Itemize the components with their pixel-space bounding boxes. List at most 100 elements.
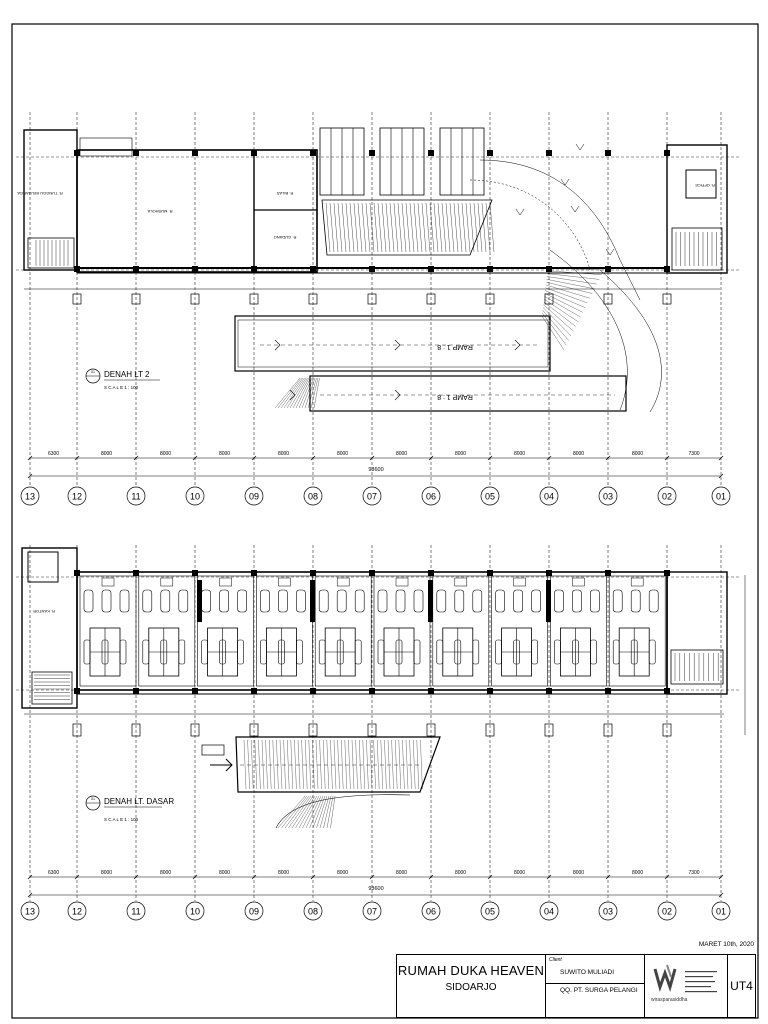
chair xyxy=(142,639,150,665)
ramp-hatch xyxy=(453,202,459,253)
ramp-hatch xyxy=(381,202,387,253)
chair xyxy=(318,639,326,665)
grid-bubble xyxy=(480,901,500,921)
grid-dimension-label: 7300 xyxy=(688,870,699,876)
grid-bubble-label: 07 xyxy=(367,907,377,917)
chair xyxy=(554,639,561,665)
column xyxy=(192,570,198,576)
project-name: RUMAH DUKA HEAVEN xyxy=(397,963,545,978)
ramp-arrow xyxy=(289,389,296,401)
chair xyxy=(237,589,247,613)
curve-ramp-hatch xyxy=(283,377,305,409)
ramp-hatch xyxy=(290,739,293,790)
toilet xyxy=(395,577,409,587)
title-block: RUMAH DUKA HEAVEN SIDOARJO Client SUWITO… xyxy=(396,954,756,1018)
column xyxy=(133,570,139,576)
toilet xyxy=(219,577,232,587)
chair xyxy=(296,589,306,613)
dimension-tick xyxy=(27,892,33,898)
chair xyxy=(160,589,171,613)
toilet xyxy=(278,577,291,587)
footing xyxy=(367,293,377,305)
chair xyxy=(83,589,94,613)
ramp-hatch xyxy=(437,202,443,253)
curve-ramp-hatch xyxy=(312,795,326,829)
curve-ramp-hatch xyxy=(547,267,605,271)
dimension-tick xyxy=(487,874,493,880)
grid-bubble-label: 09 xyxy=(249,907,259,917)
ramp-hatch xyxy=(389,202,395,253)
ramp-hatch xyxy=(323,739,326,790)
ramp-hatch xyxy=(481,202,487,253)
ramp-hatch xyxy=(337,202,343,253)
drive-curve xyxy=(469,179,591,271)
grid-dimension-label: 8000 xyxy=(219,870,230,876)
toilet xyxy=(454,577,468,587)
ramp-hatch xyxy=(473,202,479,253)
ramp-hatch xyxy=(401,202,407,253)
ramp-hatch xyxy=(301,739,304,790)
chair xyxy=(554,589,564,613)
ramp-hatch xyxy=(377,202,383,253)
grid-bubble-label: 06 xyxy=(426,907,436,917)
curve-ramp-hatch xyxy=(545,287,588,304)
dimension-tick xyxy=(718,473,724,479)
dimension-tick xyxy=(74,455,80,461)
curve-ramp-hatch xyxy=(301,377,314,409)
client-company: QQ. PT. SURGA PELANGI xyxy=(560,987,638,994)
curve-ramp-hatch xyxy=(326,795,334,829)
dimension-tick xyxy=(251,455,257,461)
chair xyxy=(260,589,270,613)
ramp-hatch xyxy=(369,202,375,253)
dimension-tick xyxy=(74,874,80,880)
chair xyxy=(101,589,112,613)
room-label-kantor: R. KANTOR xyxy=(33,609,55,614)
footing xyxy=(426,723,436,737)
column xyxy=(605,688,611,694)
curve-ramp-hatch xyxy=(319,795,330,829)
grid-bubble xyxy=(657,486,677,506)
grid-dimension-label: 8000 xyxy=(514,451,525,457)
ramp-slab-2 xyxy=(309,375,627,412)
curve-ramp-hatch xyxy=(313,377,320,409)
curve-ramp-hatch xyxy=(295,377,311,409)
curve-ramp-hatch xyxy=(289,377,308,409)
chair xyxy=(513,639,520,665)
direction-arrow xyxy=(570,205,580,213)
firm-logo-icon: wirasparasiddha xyxy=(651,964,717,1003)
curve-ramp-hatch xyxy=(544,293,583,313)
direction-arrow xyxy=(605,248,615,256)
chair xyxy=(395,639,403,665)
curve-ramp-hatch xyxy=(547,273,600,280)
ramp-hatch xyxy=(477,202,483,253)
column xyxy=(546,266,552,272)
chair xyxy=(278,589,288,613)
partition-bar xyxy=(428,580,433,622)
grid-bubble xyxy=(711,901,731,921)
curve-ramp-hatch xyxy=(295,795,316,829)
suite-room xyxy=(432,575,490,687)
dimension-tick xyxy=(369,455,375,461)
footing xyxy=(131,723,141,737)
drawing-date: MARET 10th, 2020 xyxy=(698,941,754,948)
chair xyxy=(495,639,502,665)
grid-bubble xyxy=(126,486,146,506)
chair xyxy=(178,589,189,613)
dimension-tick xyxy=(27,874,33,880)
ramp-hatch xyxy=(326,739,329,790)
grid-bubble xyxy=(303,901,323,921)
plan-lt2-title: DENAH LT 2 xyxy=(104,370,150,379)
chair xyxy=(278,639,285,665)
direction-arrow xyxy=(515,208,525,216)
ramp-hatch xyxy=(373,739,376,790)
column xyxy=(546,150,552,156)
partition-bar xyxy=(310,580,315,622)
footing xyxy=(367,723,377,737)
chair xyxy=(531,639,538,665)
column xyxy=(74,150,80,156)
dimension-tick xyxy=(192,874,198,880)
project-location: SIDOARJO xyxy=(445,982,497,993)
column xyxy=(487,150,493,156)
chair xyxy=(612,639,620,665)
